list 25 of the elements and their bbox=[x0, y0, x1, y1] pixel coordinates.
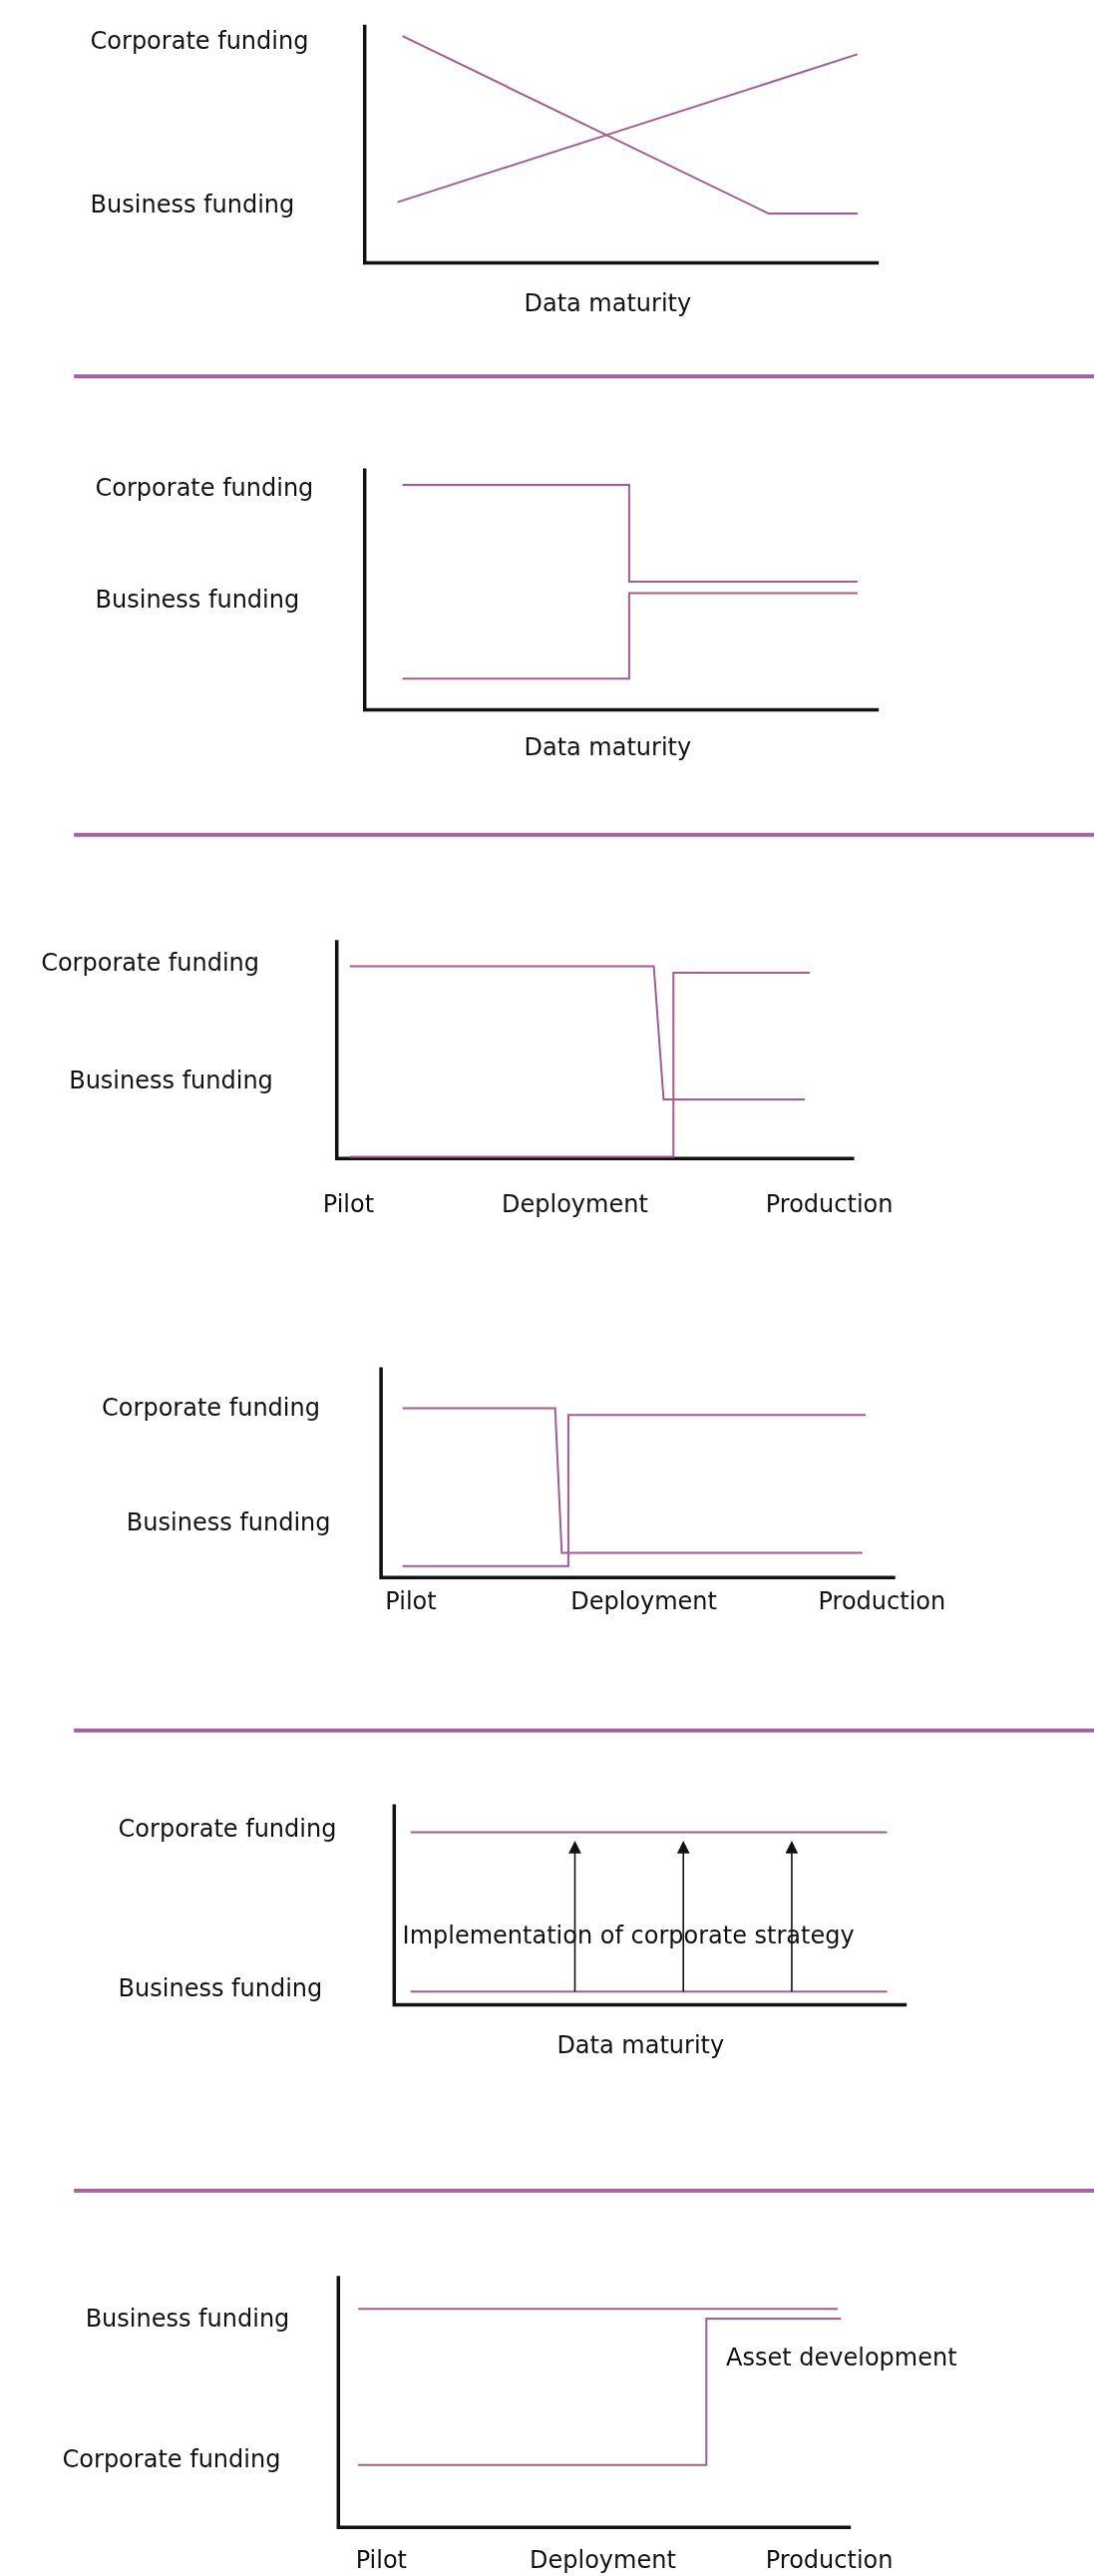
axis-label: Corporate funding bbox=[102, 1394, 320, 1423]
axis-label: Business funding bbox=[126, 1508, 331, 1538]
axis-label: Corporate funding bbox=[41, 948, 259, 978]
tick-label: Production bbox=[818, 1587, 946, 1617]
tick-label: Pilot bbox=[322, 1189, 375, 1219]
annotation-text: Asset development bbox=[726, 2344, 957, 2372]
axis-label: Corporate funding bbox=[90, 26, 309, 56]
axis-label: Business funding bbox=[69, 1067, 273, 1096]
axis-label: Business funding bbox=[95, 585, 300, 615]
axis-label: Corporate funding bbox=[118, 1814, 337, 1844]
tick-label: Deployment bbox=[502, 1189, 648, 1219]
tick-label: Pilot bbox=[385, 1587, 437, 1617]
axis-label: Corporate funding bbox=[95, 473, 314, 503]
axis-label: Business funding bbox=[118, 1973, 323, 2003]
axis-label: Corporate funding bbox=[62, 2445, 281, 2475]
tick-label: Pilot bbox=[355, 2545, 407, 2575]
axis-title: Data maturity bbox=[524, 732, 692, 762]
axis-label: Business funding bbox=[85, 2304, 290, 2334]
tick-label: Deployment bbox=[570, 1587, 717, 1617]
axis-title: Data maturity bbox=[524, 289, 692, 318]
axis-label: Business funding bbox=[90, 191, 295, 220]
axis-title: Data maturity bbox=[556, 2031, 725, 2060]
tick-label: Deployment bbox=[530, 2545, 676, 2575]
tick-label: Production bbox=[765, 1189, 894, 1219]
tick-label: Production bbox=[765, 2545, 894, 2575]
